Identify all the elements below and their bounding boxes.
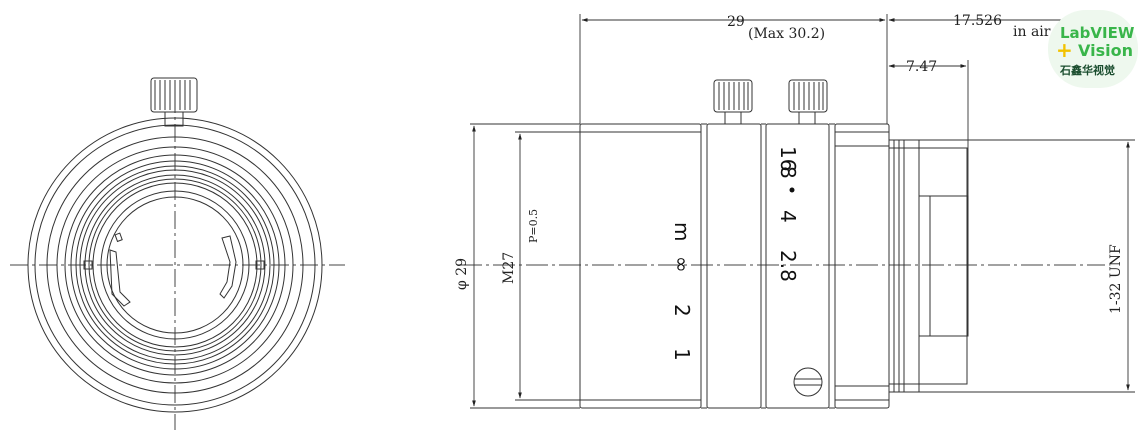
side-view bbox=[460, 79, 1105, 409]
front-lock-knob bbox=[150, 77, 198, 127]
iris-value-2-8: 2.8 bbox=[776, 250, 800, 282]
dim-back-focus: 17.526 bbox=[953, 13, 1002, 29]
focus-value-1: 1 bbox=[670, 348, 694, 361]
iris-value-4: 4 bbox=[776, 210, 800, 223]
dimension-labels: 29 (Max 30.2) 17.526 in air 7.47 φ 29 M2… bbox=[454, 13, 1124, 314]
focus-value-2: 2 bbox=[670, 304, 694, 317]
dim-mount-thread: 1-32 UNF bbox=[1108, 244, 1124, 314]
dim-length-max: (Max 30.2) bbox=[748, 26, 825, 42]
logo-plus: + bbox=[1056, 38, 1073, 62]
dimension-lines bbox=[470, 14, 1135, 409]
logo-line3: 石鑫华视觉 bbox=[1059, 63, 1115, 77]
dim-flange: 7.47 bbox=[906, 59, 937, 75]
side-lock-knob-1 bbox=[713, 79, 753, 125]
side-lock-knob-2 bbox=[788, 79, 828, 125]
iris-value-16: 16 bbox=[776, 146, 800, 171]
iris-value-8: 8 bbox=[776, 166, 800, 179]
dim-diameter: φ 29 bbox=[454, 258, 470, 290]
iris-scale: 16 8 4 2.8 bbox=[776, 146, 800, 282]
c-mount-thread bbox=[888, 139, 969, 393]
logo-line1: LabVIEW bbox=[1060, 24, 1135, 42]
dim-length: 29 bbox=[727, 14, 745, 30]
screw-head bbox=[793, 367, 823, 397]
logo-line2: Vision bbox=[1078, 41, 1133, 60]
iris-dot bbox=[789, 187, 795, 193]
focus-unit: m bbox=[670, 222, 694, 241]
labview-vision-logo: LabVIEW + Vision 石鑫华视觉 bbox=[1048, 10, 1138, 88]
dim-filter-pitch: P=0.5 bbox=[527, 209, 540, 243]
focus-value-infinity: ∞ bbox=[670, 256, 694, 273]
front-view bbox=[10, 77, 345, 430]
dim-filter-thread: M27 bbox=[501, 252, 517, 284]
dim-in-air: in air bbox=[1013, 24, 1051, 40]
focus-scale: m ∞ 2 1 bbox=[670, 222, 694, 361]
